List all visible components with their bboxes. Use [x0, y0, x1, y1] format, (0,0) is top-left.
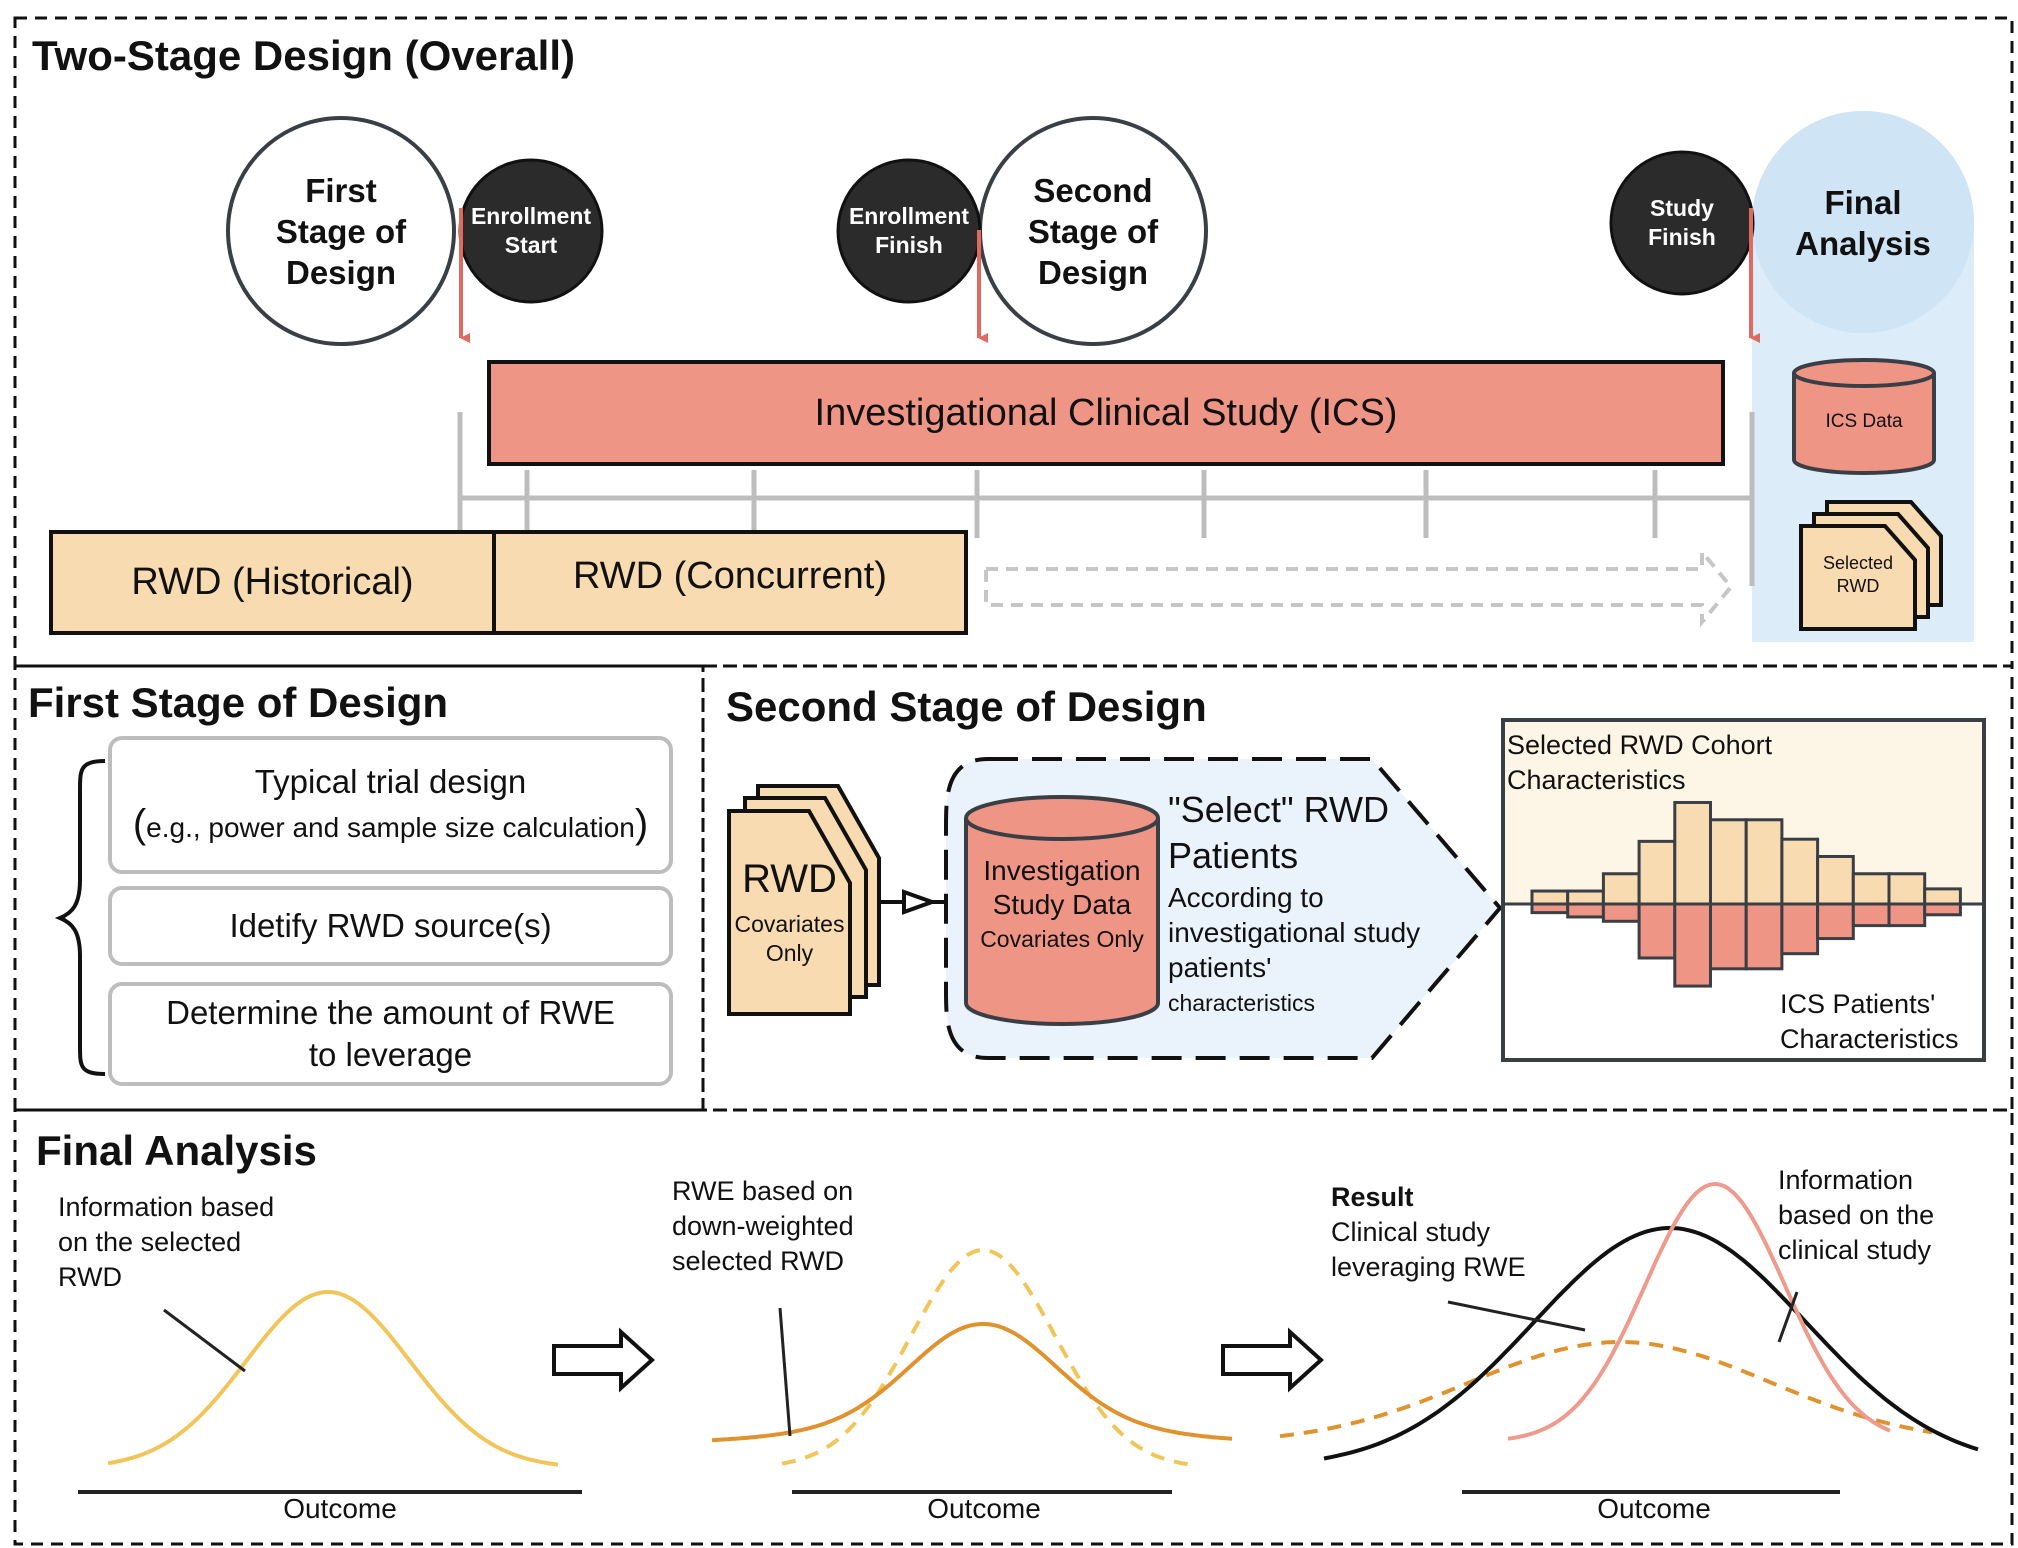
final-analysis-circle — [1752, 111, 1974, 333]
rwd-cohort-bar — [1673, 800, 1713, 906]
result-text-label: Clinical study leveraging RWE — [1331, 1217, 1526, 1282]
final-analysis-label: Final Analysis — [1795, 184, 1931, 262]
ics-patients-bar — [1601, 902, 1641, 923]
select-patients-small: characteristics — [1168, 990, 1315, 1016]
enrollment-start-label: Enrollment Start — [470, 203, 592, 258]
ics-patients-bar — [1637, 902, 1677, 960]
rwd-cohort-bar — [1816, 854, 1855, 906]
first-stage-circle — [226, 116, 456, 346]
step-subline: (e.g., power and sample size calculation… — [133, 803, 648, 849]
rwd-cohort-bar — [1566, 889, 1605, 906]
ics-patients-bar — [1709, 902, 1748, 971]
rwd-future-arrow — [984, 546, 1734, 628]
ics-patients-bar — [1851, 902, 1891, 928]
ics-bar-label: Investigational Clinical Study (ICS) — [814, 391, 1398, 434]
step-determine-rwe: Determine the amount of RWE to leverage — [108, 982, 673, 1086]
rwd-historical-shape — [49, 530, 496, 635]
step-line: to leverage — [308, 1036, 473, 1073]
flow-arrow-icon — [1221, 1327, 1324, 1393]
histogram-bottom-label: ICS Patients' Characteristics — [1780, 989, 1959, 1054]
info-clinical-label: Information based on the clinical study — [1778, 1165, 1935, 1265]
flow-arrow-icon — [552, 1327, 655, 1393]
study-data-cylinder — [964, 795, 1160, 1026]
study-data-subtitle: Covariates Only — [980, 926, 1144, 952]
study-finish-label: Study Finish — [1648, 195, 1716, 250]
final-frame — [13, 1108, 2014, 1546]
step-line: Determine the amount of RWE — [166, 994, 615, 1031]
info-rwd-label: Information based on the selected RWD — [58, 1192, 275, 1292]
connector-arrow — [879, 889, 944, 915]
rwe-dashed-curve — [1279, 1340, 1933, 1439]
histogram-top-label: Selected RWD Cohort Characteristics — [1507, 730, 1773, 795]
outcome-curves — [107, 1181, 1979, 1468]
rwd-cohort-bar — [1780, 837, 1820, 906]
rwd-doc-subtitle: Covariates Only — [734, 911, 845, 966]
outcome-label: Outcome — [1597, 1493, 1711, 1524]
ics-patients-bar — [1566, 902, 1605, 919]
select-patients-desc: According to investigational study patie… — [1168, 882, 1421, 983]
ics-patients-bar — [1780, 902, 1820, 956]
overall-title: Two-Stage Design (Overall) — [32, 32, 575, 79]
rwd-cohort-bar — [1923, 887, 1962, 906]
second-stage-title: Second Stage of Design — [726, 683, 1207, 730]
annotation-pointers — [163, 1291, 1799, 1437]
enrollment-finish-label: Enrollment Finish — [848, 203, 970, 258]
rwd-cohort-bar — [1851, 872, 1891, 906]
rwd-concurrent-shape — [492, 530, 968, 635]
rwd-cohort-bar — [1744, 818, 1784, 906]
rwd-covariates-docs — [727, 784, 881, 1016]
milestone-arrows — [459, 208, 1760, 343]
clinical-study-curve — [1507, 1181, 1891, 1441]
selected-rwd-docs — [1799, 500, 1943, 631]
rwd-cohort-bar — [1637, 839, 1677, 906]
paren: ( — [132, 802, 147, 846]
rwd-information-dashed-curve — [781, 1247, 1197, 1468]
paren: ) — [634, 802, 649, 846]
rwd-doc-title: RWD — [742, 857, 837, 901]
ics-patients-bar — [1744, 902, 1784, 971]
result-bold-label: Result — [1331, 1182, 1414, 1212]
select-patients-title: "Select" RWD Patients — [1168, 789, 1389, 876]
study-data-title: Investigation Study Data — [983, 855, 1141, 920]
rwd-cohort-bar — [1709, 818, 1748, 906]
step-detail: e.g., power and sample size calculation — [146, 812, 635, 843]
histogram-bars — [1503, 800, 1984, 988]
stage-brace — [54, 759, 106, 1076]
result-curve — [1323, 1225, 1979, 1461]
ics-patients-bar — [1923, 902, 1962, 917]
step-identify-rwd: Idetify RWD source(s) — [108, 886, 673, 966]
timeline-axis — [457, 412, 1755, 586]
final-title: Final Analysis — [36, 1127, 317, 1174]
rwd-information-curve — [107, 1289, 559, 1467]
first-stage-label: First Stage of Design — [275, 171, 407, 291]
selected-rwd-label: Selected RWD — [1822, 553, 1894, 596]
outcome-label: Outcome — [283, 1493, 397, 1524]
rwe-down-label: RWE based on down-weighted selected RWD — [672, 1176, 854, 1276]
down-weighted-rwe-curve — [711, 1322, 1233, 1443]
rwd-cohort-bar — [1530, 889, 1570, 906]
ics-patients-bar — [1673, 902, 1713, 988]
rwd-historical-label: RWD (Historical) — [131, 561, 414, 603]
step-typical-trial: Typical trial design (e.g., power and sa… — [108, 736, 673, 874]
rwd-cohort-bar — [1887, 872, 1927, 906]
ics-data-cylinder — [1792, 358, 1936, 475]
ics-patients-bar — [1816, 902, 1855, 941]
outcome-label: Outcome — [927, 1493, 1041, 1524]
step-line: Idetify RWD source(s) — [229, 907, 552, 944]
rwd-cohort-bar — [1601, 872, 1641, 906]
step-line: Typical trial design — [254, 763, 527, 800]
rwd-concurrent-label: RWD (Concurrent) — [573, 555, 887, 597]
ics-data-label: ICS Data — [1825, 411, 1903, 432]
section-frames — [13, 16, 2014, 1546]
first-stage-title: First Stage of Design — [28, 679, 449, 726]
second-stage-label: Second Stage of Design — [1027, 171, 1159, 291]
ics-bar-shape — [487, 360, 1725, 466]
ics-patients-bar — [1887, 902, 1927, 928]
